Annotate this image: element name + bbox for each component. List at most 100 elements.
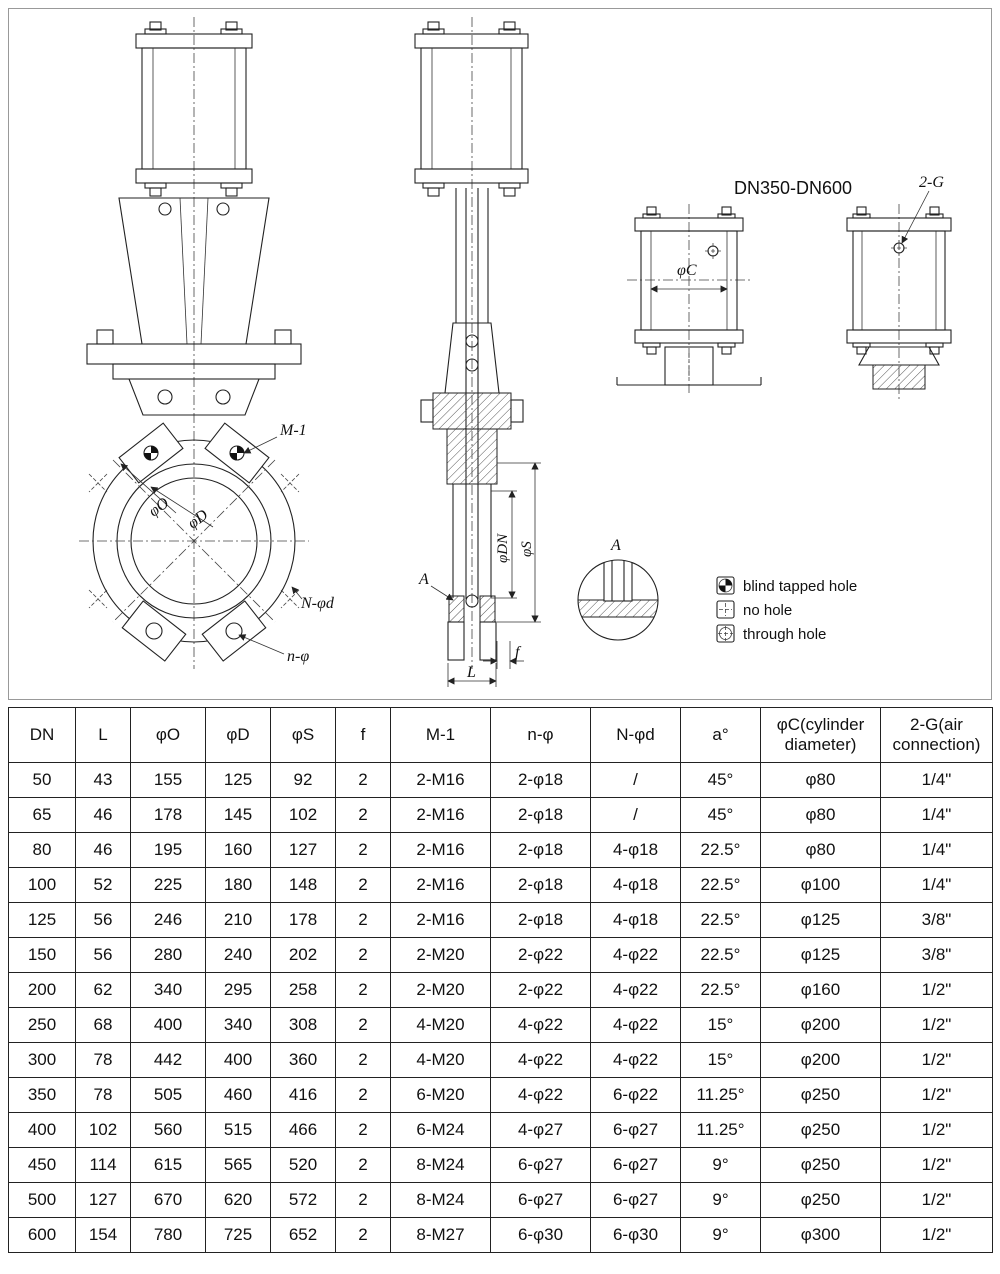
table-cell: 11.25° (680, 1112, 761, 1148)
table-cell: 9° (680, 1217, 761, 1253)
table-cell: 2-M20 (390, 972, 491, 1008)
table-cell: 2-φ18 (490, 867, 591, 903)
blind-tapped-hole-icon (716, 576, 735, 595)
table-cell: 6-φ27 (590, 1182, 681, 1218)
table-cell: 400 (130, 1007, 206, 1043)
table-cell: 2-φ18 (490, 762, 591, 798)
table-cell: 6-φ30 (590, 1217, 681, 1253)
table-cell: 572 (270, 1182, 336, 1218)
side-view: φDN φS A f L (414, 17, 541, 687)
table-cell: 670 (130, 1182, 206, 1218)
legend-through-hole-label: through hole (743, 626, 826, 643)
blind-tapped-hole-symbol (143, 445, 159, 461)
label-dim-f: f (515, 644, 522, 661)
table-cell: 416 (270, 1077, 336, 1113)
through-hole-icon (716, 624, 735, 643)
legend-blind-tapped-label: blind tapped hole (743, 578, 857, 595)
technical-drawing: M-1 φO φD N-φd n-φ (79, 17, 952, 687)
dimension-table-section: DN L φO φD φS f M-1 n-φ N-φd a° φC(cylin… (8, 707, 993, 1253)
table-cell: 340 (205, 1007, 271, 1043)
label-m1: M-1 (279, 422, 307, 439)
table-cell: 100 (8, 867, 76, 903)
table-cell: 2-M16 (390, 902, 491, 938)
table-cell: φ250 (760, 1077, 881, 1113)
table-cell: 225 (130, 867, 206, 903)
table-cell: 2 (335, 762, 391, 798)
table-cell: 400 (8, 1112, 76, 1148)
table-cell: / (590, 797, 681, 833)
col-header-f: f (335, 707, 391, 763)
table-cell: 1/4" (880, 762, 993, 798)
table-cell: 620 (205, 1182, 271, 1218)
table-cell: 725 (205, 1217, 271, 1253)
table-cell: 1/4" (880, 797, 993, 833)
table-cell: φ125 (760, 902, 881, 938)
table-cell: 65 (8, 797, 76, 833)
table-cell: 6-φ30 (490, 1217, 591, 1253)
table-cell: φ250 (760, 1112, 881, 1148)
table-cell: φ80 (760, 762, 881, 798)
table-cell: 102 (270, 797, 336, 833)
label-phi-dn: φDN (495, 533, 511, 563)
table-cell: 22.5° (680, 902, 761, 938)
table-cell: 6-M24 (390, 1112, 491, 1148)
table-cell: 246 (130, 902, 206, 938)
col-header-2g: 2-G(air connection) (880, 707, 993, 763)
table-cell: 4-φ22 (590, 972, 681, 1008)
table-cell: 2 (335, 832, 391, 868)
table-cell: 2-M20 (390, 937, 491, 973)
label-detail-marker: A (418, 571, 429, 588)
table-cell: 258 (270, 972, 336, 1008)
table-cell: 6-M20 (390, 1077, 491, 1113)
table-cell: 6-φ22 (590, 1077, 681, 1113)
table-cell: 1/2" (880, 1182, 993, 1218)
table-cell: 2-M16 (390, 797, 491, 833)
table-cell: 6-φ27 (590, 1147, 681, 1183)
col-header-m1: M-1 (390, 707, 491, 763)
table-cell: 1/2" (880, 1042, 993, 1078)
table-cell: 2 (335, 937, 391, 973)
label-n-phi: n-φ (287, 648, 309, 665)
table-cell: 127 (75, 1182, 131, 1218)
label-phi-c: φC (677, 262, 697, 279)
table-cell: φ80 (760, 797, 881, 833)
table-cell: 4-φ22 (590, 937, 681, 973)
table-cell: 2 (335, 972, 391, 1008)
table-cell: 1/2" (880, 1217, 993, 1253)
table-cell: 1/2" (880, 1112, 993, 1148)
table-cell: 2 (335, 1112, 391, 1148)
table-cell: 8-M27 (390, 1217, 491, 1253)
table-cell: 780 (130, 1217, 206, 1253)
table-cell: 150 (8, 937, 76, 973)
table-cell: 6-φ27 (490, 1147, 591, 1183)
blind-tapped-hole-symbol (229, 445, 245, 461)
detail-a: A (577, 537, 659, 641)
label-phi-d: φD (185, 506, 212, 532)
table-cell: 125 (205, 762, 271, 798)
table-cell: 202 (270, 937, 336, 973)
table-cell: 4-φ22 (490, 1007, 591, 1043)
table-cell: 11.25° (680, 1077, 761, 1113)
table-cell: φ125 (760, 937, 881, 973)
table-cell: 308 (270, 1007, 336, 1043)
detail-a-title: A (610, 537, 621, 554)
table-header-row: DN L φO φD φS f M-1 n-φ N-φd a° φC(cylin… (8, 707, 993, 763)
table-cell: 2 (335, 797, 391, 833)
table-cell: 45° (680, 762, 761, 798)
table-cell: 6-φ27 (490, 1182, 591, 1218)
table-cell: 6-φ27 (590, 1112, 681, 1148)
table-cell: 615 (130, 1147, 206, 1183)
table-cell: 2 (335, 1182, 391, 1218)
table-cell: 2 (335, 1042, 391, 1078)
table-cell: 50 (8, 762, 76, 798)
table-cell: 4-M20 (390, 1007, 491, 1043)
table-cell: 1/4" (880, 832, 993, 868)
table-cell: 565 (205, 1147, 271, 1183)
table-cell: 78 (75, 1042, 131, 1078)
table-cell: 15° (680, 1007, 761, 1043)
table-cell: 2 (335, 1147, 391, 1183)
